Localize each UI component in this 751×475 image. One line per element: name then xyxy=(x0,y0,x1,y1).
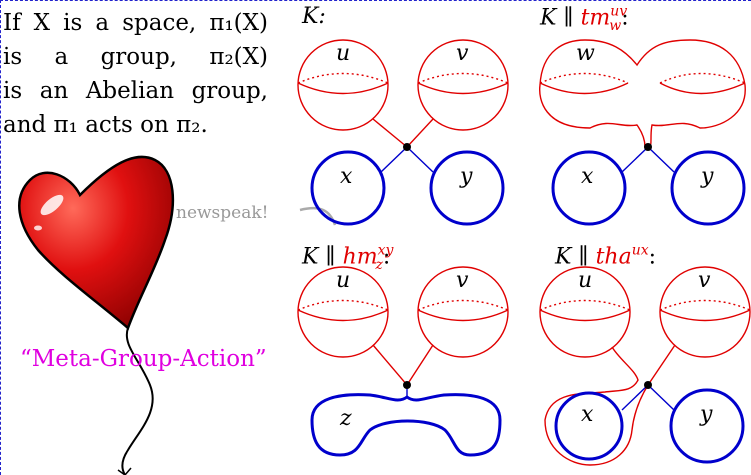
sphere-v xyxy=(417,39,509,131)
circle-y xyxy=(429,150,505,226)
newspeak-arrow xyxy=(299,206,337,226)
caption-k: K: xyxy=(302,4,326,29)
merged-circle-z xyxy=(310,393,502,457)
circle-y xyxy=(669,388,745,464)
label-y: y xyxy=(459,164,473,189)
panel-tm: w x y xyxy=(539,39,746,226)
sphere-v xyxy=(659,266,751,358)
label-y: y xyxy=(700,164,714,189)
label-x: x xyxy=(340,164,353,189)
circle-x xyxy=(554,391,624,461)
label-y: y xyxy=(699,402,713,427)
sphere-u xyxy=(539,266,631,358)
label-u: u xyxy=(578,268,592,293)
label-z: z xyxy=(339,406,352,431)
circle-y xyxy=(670,150,746,226)
panel-k: u v x y xyxy=(297,39,509,226)
panel-tha: u v x y xyxy=(539,266,751,466)
caption-hm: K ∥ hmxyz: xyxy=(302,243,394,273)
sphere-u xyxy=(297,39,389,131)
label-w: w xyxy=(576,41,595,66)
caption-tha: K ∥ thaux: xyxy=(555,243,657,270)
label-v: v xyxy=(456,268,469,293)
panel-hm: u v z xyxy=(297,266,509,457)
label-u: u xyxy=(336,41,350,66)
sphere-u xyxy=(297,266,389,358)
intro-line-1: If X is a space, π₁(X) xyxy=(3,10,268,36)
heart-balloon-icon xyxy=(18,155,175,475)
sphere-v xyxy=(417,266,509,358)
intro-text: If X is a space, π₁(X) is a group, π₂(X)… xyxy=(3,6,268,142)
intro-line-2: is a group, π₂(X) xyxy=(3,44,268,70)
label-v: v xyxy=(456,41,469,66)
label-x: x xyxy=(581,164,594,189)
circle-x xyxy=(310,150,386,226)
caption-tm: K ∥ tmuvw: xyxy=(540,4,629,34)
wrap-around-x xyxy=(544,346,649,466)
newspeak-label: newspeak! xyxy=(176,203,269,223)
intro-line-4: and π₁ acts on π₂. xyxy=(3,112,208,138)
merged-sphere-w xyxy=(539,39,746,148)
label-u: u xyxy=(336,268,350,293)
circle-x xyxy=(551,150,627,226)
meta-group-action-label: “Meta-Group-Action” xyxy=(20,346,267,372)
dashed-frame-left xyxy=(0,0,1,475)
label-x: x xyxy=(581,402,594,427)
label-v: v xyxy=(698,268,711,293)
dashed-frame-top xyxy=(0,0,751,1)
intro-line-3: is an Abelian group, xyxy=(3,78,268,104)
